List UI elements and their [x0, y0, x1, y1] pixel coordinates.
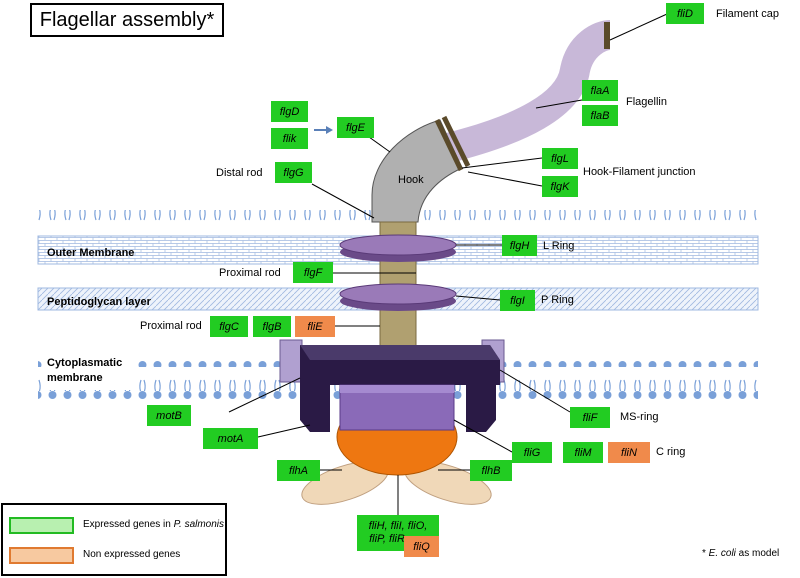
mot-stator-left	[300, 380, 330, 432]
label-p-ring: P Ring	[541, 294, 574, 306]
label-peptidoglycan-layer: Peptidoglycan layer	[47, 296, 151, 308]
label-c-ring: C ring	[656, 446, 686, 458]
label-l-ring: L Ring	[543, 240, 575, 252]
legend-swatch-expressed	[9, 517, 74, 534]
p-ring	[339, 283, 457, 311]
gene-flhB: flhB	[470, 460, 512, 481]
gene-fliF: fliF	[570, 407, 610, 428]
gene-fliHIOPR: fliH, fliI, fliO, fliP, fliR	[357, 515, 439, 551]
gene-motB: motB	[147, 405, 191, 426]
gene-flgF: flgF	[293, 262, 333, 283]
page-title: Flagellar assembly*	[30, 3, 224, 37]
label-distal-rod: Distal rod	[216, 167, 263, 179]
gene-flaB: flaB	[582, 105, 618, 126]
label-cytoplasmatic-line2: membrane	[47, 372, 103, 384]
gene-fliG: fliG	[512, 442, 552, 463]
filament	[444, 20, 612, 163]
legend-swatch-non-expressed	[9, 547, 74, 564]
label-flagellin: Flagellin	[626, 96, 667, 108]
hook-filament-junction	[434, 115, 471, 172]
label-proximal-rod-2: Proximal rod	[140, 320, 202, 332]
gene-flgK: flgK	[542, 176, 578, 197]
gene-flgH: flgH	[502, 235, 537, 256]
gene-motA: motA	[203, 428, 258, 449]
label-hook: Hook	[398, 174, 424, 186]
ms-ring-bar	[300, 345, 500, 385]
legend-expressed-species: P. salmonis	[173, 519, 225, 530]
filament-cap	[604, 22, 610, 49]
label-filament-cap: Filament cap	[716, 8, 779, 20]
gene-flgL: flgL	[542, 148, 578, 169]
gene-flgG: flgG	[275, 162, 312, 183]
gene-flhA: flhA	[277, 460, 320, 481]
mot-stator-right	[466, 380, 496, 432]
leader-lines	[228, 13, 668, 515]
gene-fliM: fliM	[563, 442, 603, 463]
legend-expressed-label: Expressed genes in P. salmonis	[83, 519, 224, 530]
label-outer-membrane: Outer Membrane	[47, 247, 135, 259]
gene-fliE: fliE	[295, 316, 335, 337]
gene-fliD: fliD	[666, 3, 704, 24]
gene-fliPR-line2: fliP, fliR	[369, 533, 405, 545]
gene-fliHIO-line1: fliH, fliI, fliO,	[368, 520, 428, 532]
legend: Expressed genes in P. salmonis Non expre…	[1, 503, 227, 576]
footnote: * E. coli as model	[702, 548, 779, 559]
gene-fliN: fliN	[608, 442, 650, 463]
label-ms-ring: MS-ring	[620, 411, 659, 423]
label-cytoplasmatic-line1: Cytoplasmatic	[47, 357, 123, 369]
gene-flgI: flgI	[500, 290, 535, 311]
gene-flgC: flgC	[210, 316, 248, 337]
legend-non-expressed-label: Non expressed genes	[83, 549, 181, 560]
footnote-star: *	[702, 548, 709, 559]
gene-flik: flik	[271, 128, 308, 149]
gene-flgD: flgD	[271, 101, 308, 122]
gene-flgE: flgE	[337, 117, 374, 138]
gene-fliQ: fliQ	[404, 536, 439, 557]
label-proximal-rod-1: Proximal rod	[219, 267, 281, 279]
hook	[371, 119, 463, 223]
footnote-species: E. coli	[708, 548, 736, 559]
gene-flgB: flgB	[253, 316, 291, 337]
footnote-suffix: as model	[735, 548, 780, 559]
gene-flaA: flaA	[582, 80, 618, 101]
l-ring	[339, 234, 457, 262]
legend-expressed-prefix: Expressed genes in	[83, 519, 174, 530]
arrow-icon	[314, 126, 333, 134]
stator-left-cap	[279, 339, 303, 383]
label-hook-filament-junction: Hook-Filament junction	[583, 166, 696, 178]
